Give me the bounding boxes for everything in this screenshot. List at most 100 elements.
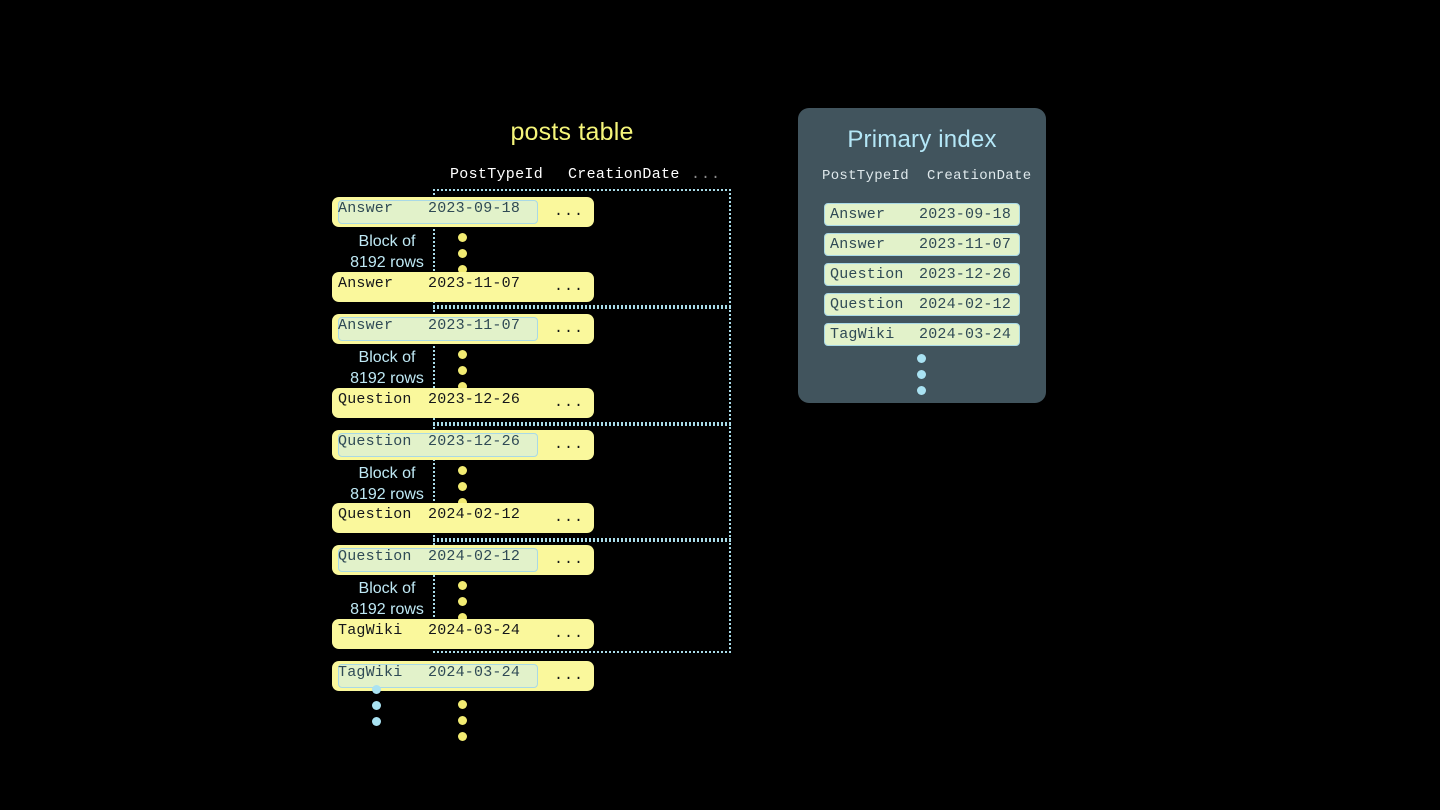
- dot: [458, 613, 467, 622]
- cell-ellipsis: ...: [554, 278, 585, 295]
- block-label-4-line1: Block of: [358, 580, 416, 597]
- cell-ellipsis: ...: [554, 509, 585, 526]
- cell-posttypeid: Question: [338, 506, 412, 523]
- block-group-1: [433, 189, 731, 307]
- row-highlight-box: [338, 548, 538, 572]
- dot: [458, 350, 467, 359]
- dot: [458, 382, 467, 391]
- row-highlight-box: [338, 433, 538, 457]
- row-highlight-box: [338, 317, 538, 341]
- cell-creationdate: 2023-11-07: [428, 317, 521, 334]
- cell-ellipsis: ...: [554, 667, 585, 684]
- primary-index-title: Primary index: [847, 126, 997, 153]
- row-ellipsis-dots: [458, 233, 467, 281]
- blocks-continue-dots: [372, 685, 381, 733]
- index-row[interactable]: Question 2023-12-26: [824, 263, 1020, 286]
- dot: [458, 249, 467, 258]
- block-label-4: Block of 8192 rows: [332, 578, 442, 620]
- index-row[interactable]: Answer 2023-11-07: [824, 233, 1020, 256]
- index-cell-posttypeid: Question: [830, 296, 904, 313]
- column-header-creationdate: CreationDate: [568, 166, 680, 183]
- dot: [458, 732, 467, 741]
- table-row[interactable]: Question 2023-12-26 ...: [332, 388, 594, 418]
- dot: [458, 597, 467, 606]
- table-row[interactable]: Question 2024-02-12 ...: [332, 545, 594, 575]
- cell-creationdate: 2023-09-18: [428, 200, 521, 217]
- cell-ellipsis: ...: [554, 320, 585, 337]
- cell-ellipsis: ...: [554, 203, 585, 220]
- block-label-1-line2: 8192 rows: [350, 254, 424, 271]
- column-header-posttypeid: PostTypeId: [450, 166, 544, 183]
- cell-creationdate: 2023-12-26: [428, 433, 521, 450]
- row-ellipsis-dots: [458, 350, 467, 398]
- dot: [458, 716, 467, 725]
- dot: [458, 581, 467, 590]
- primary-index-panel: Primary index PostTypeId CreationDate An…: [798, 108, 1046, 403]
- cell-posttypeid: Question: [338, 391, 412, 408]
- dot: [372, 685, 381, 694]
- primary-index-column-headers: PostTypeId CreationDate: [822, 168, 1032, 188]
- dot: [372, 701, 381, 710]
- block-label-3: Block of 8192 rows: [332, 463, 442, 505]
- row-highlight-box: [338, 664, 538, 688]
- dot: [458, 482, 467, 491]
- cell-posttypeid: Question: [338, 548, 412, 565]
- dot: [458, 498, 467, 507]
- dot: [917, 354, 926, 363]
- block-label-2-line2: 8192 rows: [350, 370, 424, 387]
- table-row[interactable]: TagWiki 2024-03-24 ...: [332, 661, 594, 691]
- cell-ellipsis: ...: [554, 394, 585, 411]
- index-column-header-creationdate: CreationDate: [927, 168, 1032, 184]
- cell-creationdate: 2024-03-24: [428, 622, 521, 639]
- index-row[interactable]: Question 2024-02-12: [824, 293, 1020, 316]
- cell-creationdate: 2023-12-26: [428, 391, 521, 408]
- posts-table-title: posts table: [510, 118, 634, 146]
- cell-creationdate: 2024-02-12: [428, 548, 521, 565]
- dot: [458, 466, 467, 475]
- block-label-3-line1: Block of: [358, 465, 416, 482]
- block-label-4-line2: 8192 rows: [350, 601, 424, 618]
- block-group-2: [433, 307, 731, 424]
- index-cell-creationdate: 2023-11-07: [919, 236, 1012, 253]
- table-row[interactable]: Answer 2023-11-07 ...: [332, 314, 594, 344]
- cell-creationdate: 2024-02-12: [428, 506, 521, 523]
- dot: [458, 700, 467, 709]
- block-group-3: [433, 424, 731, 540]
- dot: [917, 370, 926, 379]
- table-row[interactable]: Answer 2023-09-18 ...: [332, 197, 594, 227]
- index-cell-creationdate: 2023-09-18: [919, 206, 1012, 223]
- index-row[interactable]: TagWiki 2024-03-24: [824, 323, 1020, 346]
- dot: [372, 717, 381, 726]
- block-label-1: Block of 8192 rows: [332, 231, 442, 273]
- table-row[interactable]: Question 2023-12-26 ...: [332, 430, 594, 460]
- cell-creationdate: 2024-03-24: [428, 664, 521, 681]
- cell-ellipsis: ...: [554, 551, 585, 568]
- block-group-4: [433, 540, 731, 653]
- cell-ellipsis: ...: [554, 625, 585, 642]
- index-row[interactable]: Answer 2023-09-18: [824, 203, 1020, 226]
- index-cell-creationdate: 2024-03-24: [919, 326, 1012, 343]
- cell-posttypeid: Answer: [338, 317, 394, 334]
- index-cell-creationdate: 2023-12-26: [919, 266, 1012, 283]
- dot: [458, 366, 467, 375]
- row-highlight-box: [338, 200, 538, 224]
- table-row[interactable]: Question 2024-02-12 ...: [332, 503, 594, 533]
- cell-creationdate: 2023-11-07: [428, 275, 521, 292]
- table-row[interactable]: Answer 2023-11-07 ...: [332, 272, 594, 302]
- column-header-ellipsis: ...: [691, 166, 722, 183]
- block-label-2-line1: Block of: [358, 349, 416, 366]
- dot: [458, 265, 467, 274]
- index-cell-posttypeid: Answer: [830, 206, 886, 223]
- table-continues-dots: [458, 700, 467, 748]
- table-row[interactable]: TagWiki 2024-03-24 ...: [332, 619, 594, 649]
- cell-posttypeid: Answer: [338, 275, 394, 292]
- row-ellipsis-dots: [458, 581, 467, 629]
- dot: [458, 233, 467, 242]
- index-column-header-posttypeid: PostTypeId: [822, 168, 910, 184]
- index-cell-posttypeid: TagWiki: [830, 326, 895, 343]
- cell-posttypeid: Question: [338, 433, 412, 450]
- row-ellipsis-dots: [458, 466, 467, 514]
- index-cell-creationdate: 2024-02-12: [919, 296, 1012, 313]
- dot: [917, 386, 926, 395]
- posts-table-column-headers: PostTypeId CreationDate ...: [450, 166, 737, 186]
